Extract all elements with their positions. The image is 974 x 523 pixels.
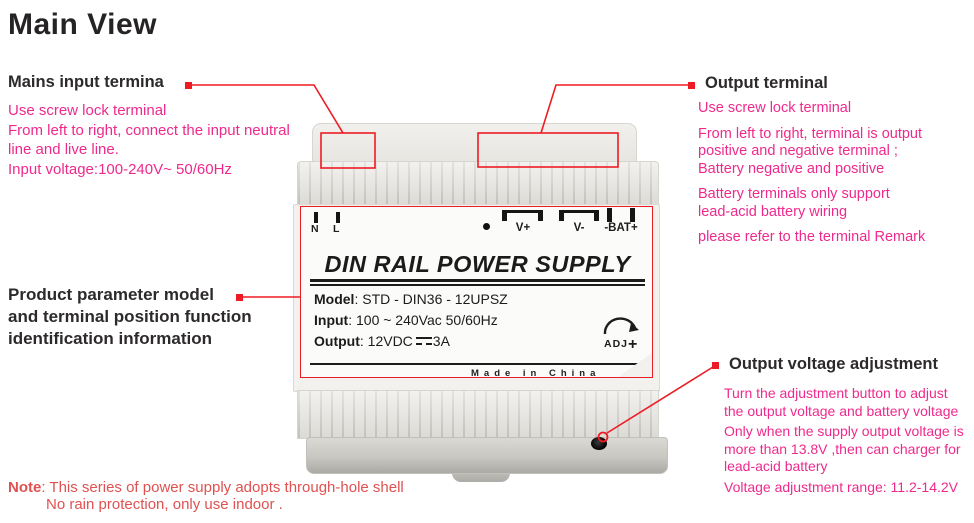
text-line: Only when the supply output voltage is (724, 423, 964, 439)
text-line: From left to right, connect the input ne… (8, 121, 290, 139)
text-line: Voltage adjustment range: 11.2-14.2V (724, 478, 959, 495)
n-label: N (311, 223, 319, 235)
adj-plus: + (628, 336, 638, 353)
text-line: Turn the adjustment button to adjust (724, 385, 948, 401)
adjust-arrow-icon (601, 313, 647, 339)
output-label: Output (314, 333, 360, 349)
l-label: L (333, 223, 340, 235)
text-line: Product parameter model (8, 285, 214, 304)
vminus-bracket-icon (559, 210, 599, 221)
text-line: and terminal position function (8, 307, 252, 326)
divider (310, 363, 645, 365)
label-title: DIN RAIL POWER SUPPLY (324, 251, 631, 277)
note-line-1: Note: This series of power supply adopts… (8, 479, 404, 496)
leader-square (185, 82, 192, 89)
voltage-adjustment-description: Turn the adjustment button to adjust the… (724, 385, 964, 496)
text-line: lead-acid battery wiring (698, 203, 848, 220)
input-row: Input: 100 ~ 240Vac 50/60Hz (314, 312, 498, 328)
n-terminal-mark (314, 212, 318, 223)
vminus-label: V- (573, 222, 585, 234)
text-line: Use screw lock terminal (698, 100, 852, 116)
device-lower-vents (297, 390, 659, 439)
model-label: Model (314, 291, 355, 307)
text-line: From left to right, terminal is output (698, 125, 923, 142)
note-label: Note (8, 479, 42, 496)
input-value: : 100 ~ 240Vac 50/60Hz (348, 312, 498, 328)
bat-label: -BAT+ (604, 222, 638, 234)
product-parameter-heading: Product parameter model and terminal pos… (8, 284, 252, 350)
note: Note: This series of power supply adopts… (8, 479, 404, 513)
leader-square (712, 362, 719, 369)
divider (310, 279, 645, 286)
page-title: Main View (8, 8, 157, 41)
text-line: identification information (8, 329, 212, 348)
adj-text: ADJ (604, 338, 629, 350)
text-line: line and live line. (8, 141, 119, 158)
output-value: : 12VDC (359, 333, 413, 349)
adjustment-hole (591, 437, 607, 450)
output-terminal-heading: Output terminal (705, 74, 828, 92)
input-label: Input (314, 312, 349, 328)
label-sticker: N L V+ V- -BAT+ DIN RAIL POWER SUPPLY Mo… (301, 207, 652, 377)
model-value: : STD - DIN36 - 12UPSZ (354, 291, 508, 307)
text-line: Battery negative and positive (698, 160, 885, 177)
leader-square (688, 82, 695, 89)
vplus-bracket-icon (502, 210, 543, 221)
note-text: : This series of power supply adopts thr… (41, 479, 404, 496)
output-amps: 3A (432, 333, 450, 349)
text-line: more than 13.8V ,then can charger for (724, 440, 961, 457)
model-row: Model: STD - DIN36 - 12UPSZ (314, 291, 508, 307)
text-line: please refer to the terminal Remark (698, 229, 926, 245)
made-in-text: Made in China (471, 368, 601, 379)
text-line: Battery terminals only support (698, 186, 890, 202)
text-line: positive and negative terminal ; (698, 143, 898, 159)
output-terminal-description: Use screw lock terminal From left to rig… (698, 100, 968, 247)
bat-plus-mark (630, 208, 635, 222)
device-upper-vents (297, 161, 659, 207)
text-line: Input voltage:100-240V~ 50/60Hz (8, 160, 232, 178)
adj-label: ADJ+ (604, 336, 637, 354)
mains-input-description: Use screw lock terminal From left to rig… (8, 101, 328, 179)
bat-minus-mark (607, 208, 612, 222)
device-base (306, 437, 668, 474)
text-line: the output voltage and battery voltage (724, 402, 959, 419)
note-line-2: No rain protection, only use indoor . (46, 496, 283, 513)
product-label: N L V+ V- -BAT+ DIN RAIL POWER SUPPLY Mo… (300, 206, 653, 378)
l-terminal-mark (336, 212, 340, 223)
voltage-adjustment-heading: Output voltage adjustment (729, 355, 939, 373)
vplus-label: V+ (515, 222, 531, 234)
output-row: Output: 12VDC 3A (314, 333, 450, 349)
mains-input-heading: Mains input termina (8, 73, 164, 91)
text-line: lead-acid battery (724, 458, 828, 474)
dc-symbol-icon (416, 337, 432, 345)
text-line: Use screw lock terminal (8, 102, 167, 119)
indicator-dot (483, 223, 490, 230)
